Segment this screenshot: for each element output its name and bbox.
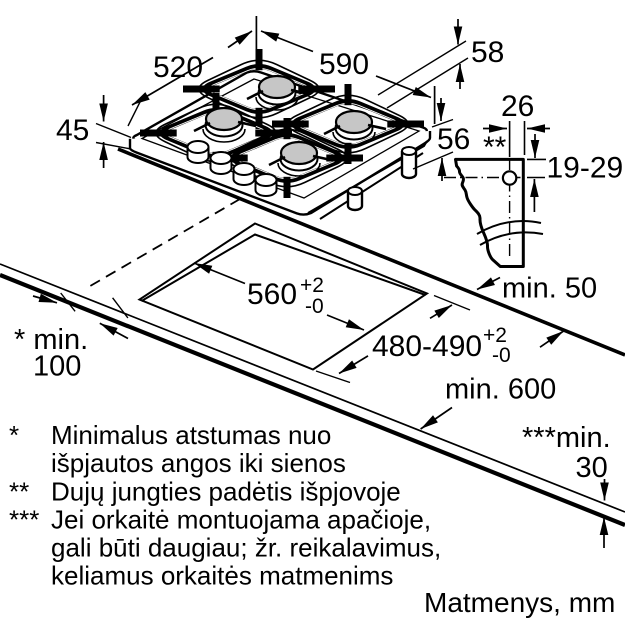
svg-text:56: 56 [437,123,470,156]
svg-text:26: 26 [501,90,534,123]
svg-text:min. 50: min. 50 [502,273,597,305]
svg-text:* min.: * min. [14,324,88,356]
svg-text:590: 590 [319,48,369,81]
svg-text:*: * [9,420,19,450]
svg-text:58: 58 [471,36,504,69]
svg-text:Minimalus atstumas nuo: Minimalus atstumas nuo [51,420,331,450]
svg-text:***: *** [9,505,39,535]
svg-text:Matmenys, mm: Matmenys, mm [424,587,615,618]
svg-text:Jei orkaitė montuojama apačioj: Jei orkaitė montuojama apačioje, [51,505,431,535]
svg-text:***min.: ***min. [522,422,611,454]
svg-text:100: 100 [33,351,81,383]
svg-text:keliamus orkaitės matmenims: keliamus orkaitės matmenims [51,561,393,591]
svg-text:+2: +2 [300,274,324,297]
svg-text:45: 45 [56,114,89,147]
svg-text:480-490: 480-490 [372,330,482,363]
svg-text:min. 600: min. 600 [445,374,556,406]
svg-text:išpjautos angos iki sienos: išpjautos angos iki sienos [51,448,346,478]
svg-text:**: ** [483,131,507,164]
svg-text:30: 30 [576,452,608,484]
svg-text:-0: -0 [492,344,511,367]
svg-text:+2: +2 [483,324,507,347]
svg-text:520: 520 [153,51,203,84]
svg-text:19-29: 19-29 [547,152,624,185]
svg-text:gali būti daugiau; žr. reikala: gali būti daugiau; žr. reikalavimus, [51,533,441,563]
svg-text:**: ** [9,477,29,507]
svg-text:-0: -0 [305,295,324,318]
svg-text:560: 560 [247,278,297,311]
svg-text:Dujų jungties padėtis išpjovoj: Dujų jungties padėtis išpjovoje [51,477,401,507]
